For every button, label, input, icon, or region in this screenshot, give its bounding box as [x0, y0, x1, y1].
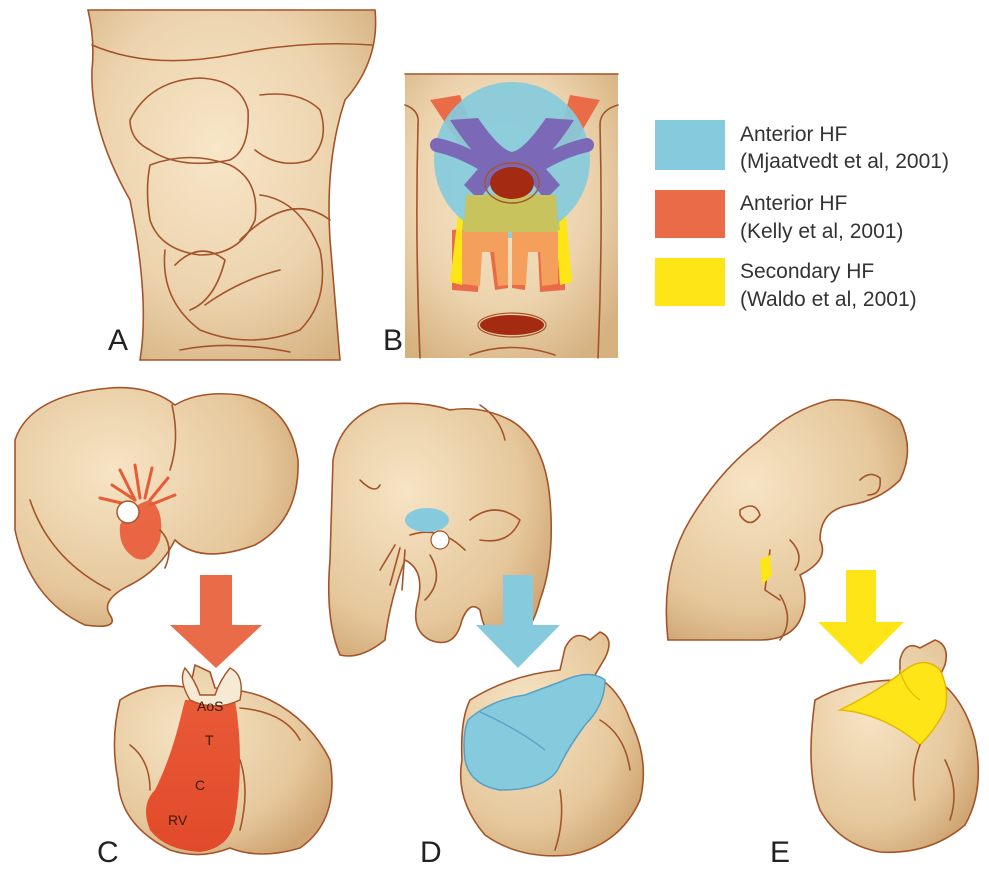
- heart-label-t: T: [205, 732, 214, 748]
- legend-swatch-red: [655, 190, 725, 238]
- panel-a-embryo-ventral-view: [88, 10, 376, 360]
- legend-label-kelly-line1: Anterior HF: [740, 192, 847, 215]
- legend-label-mjaatvedt-line2: (Mjaatvedt et al, 2001): [740, 150, 949, 173]
- legend-label-waldo-line2: (Waldo et al, 2001): [740, 288, 917, 311]
- heart-label-aos: AoS: [197, 698, 223, 714]
- legend-swatch-blue: [655, 120, 725, 170]
- heart-label-rv: RV: [168, 812, 188, 828]
- panel-label-c: C: [97, 836, 119, 869]
- panel-c-embryo-lateral: [15, 388, 298, 627]
- legend-label-kelly-line2: (Kelly et al, 2001): [740, 220, 903, 243]
- panel-label-b: B: [383, 324, 403, 357]
- panel-label-e: E: [770, 836, 790, 869]
- arrow-red: [170, 575, 262, 668]
- arrow-yellow: [818, 570, 904, 665]
- mjaatvedt-field-embryo-d: [405, 508, 449, 532]
- legend-label-waldo-line1: Secondary HF: [740, 260, 874, 283]
- panel-e-heart: [811, 640, 978, 852]
- legend-item-mjaatvedt: Anterior HF (Mjaatvedt et al, 2001): [655, 120, 949, 173]
- heart-label-c: C: [195, 777, 205, 793]
- panel-d-heart: [461, 632, 644, 856]
- legend-label-mjaatvedt-line1: Anterior HF: [740, 123, 847, 146]
- posterior-opening: [480, 315, 544, 335]
- panel-label-d: D: [420, 836, 442, 869]
- panel-label-a: A: [108, 324, 128, 357]
- stomodeum: [490, 167, 534, 199]
- legend: Anterior HF (Mjaatvedt et al, 2001) Ante…: [655, 120, 949, 311]
- legend-item-kelly: Anterior HF (Kelly et al, 2001): [655, 190, 903, 243]
- legend-item-waldo: Secondary HF (Waldo et al, 2001): [655, 258, 917, 311]
- legend-swatch-yellow: [655, 258, 725, 306]
- panel-c-heart: [114, 665, 332, 855]
- panel-b-heart-field-map: [405, 74, 618, 358]
